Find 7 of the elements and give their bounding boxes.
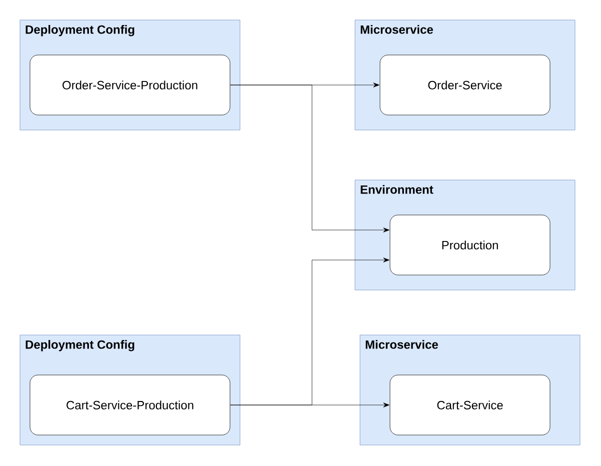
process-box: Order-Service-Production: [30, 54, 230, 116]
process-box: Production: [390, 214, 550, 276]
arrow: [230, 402, 390, 408]
arrow: [230, 84, 390, 232]
process-box: Cart-Service-Production: [30, 374, 230, 436]
process-box: Cart-Service: [390, 374, 550, 436]
process-box: Order-Service: [380, 54, 550, 116]
